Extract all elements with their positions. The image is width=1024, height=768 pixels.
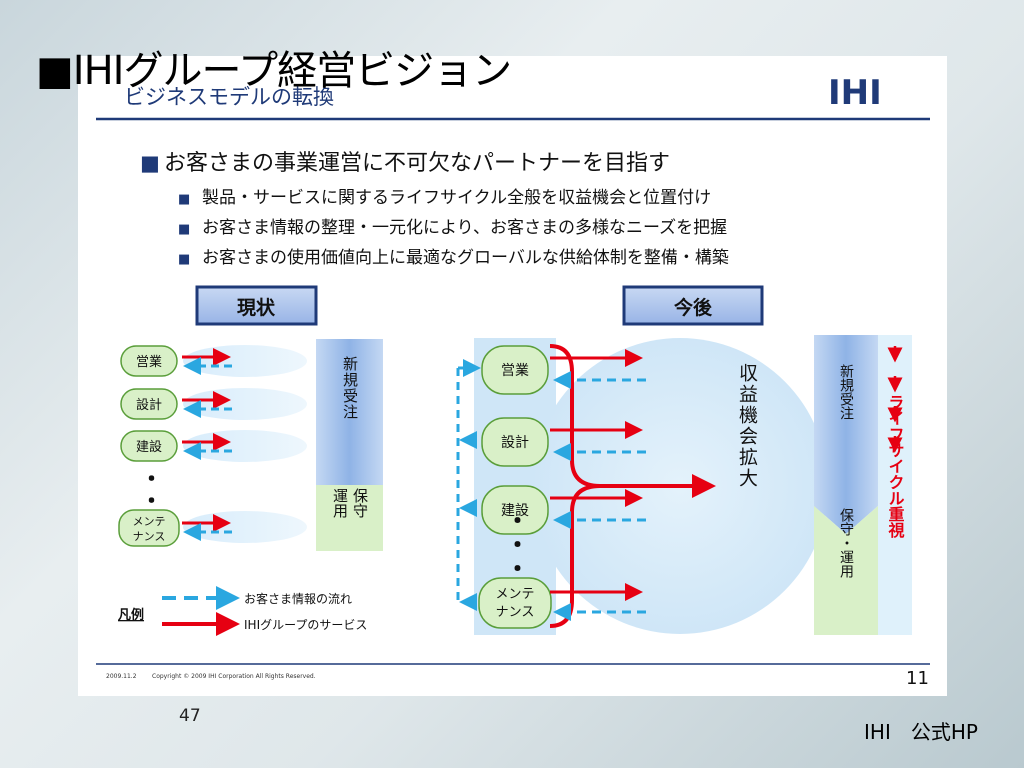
future-item-construction-label: 建設 [501, 503, 529, 519]
future-item-construction [481, 485, 549, 535]
outer-title: ■IHIグループ経営ビジョン [36, 48, 512, 94]
future-section: 今後 収益機会拡大 営業 設計 建設 ・・・ メンテ ナンス [456, 285, 912, 635]
future-item-maintenance [478, 577, 552, 629]
current-new-orders-label: 新規受注 [341, 356, 359, 420]
legend-info-label: お客さま情報の流れ [244, 591, 352, 606]
future-item-sales [481, 345, 549, 395]
future-new-orders-label: 新規受注 [838, 364, 854, 420]
current-label: 現状 [237, 296, 276, 319]
heading-bullet: ■ [140, 151, 160, 175]
future-item-sales-label: 営業 [501, 363, 529, 379]
current-label-box [195, 285, 318, 326]
future-feedback-arrows [456, 359, 481, 611]
future-item-maintenance-label-1: メンテ [495, 587, 534, 602]
lifecycle-label: ライフサイクル重視 [886, 394, 906, 539]
current-maintenance-column [316, 485, 383, 551]
current-item-design-label: 設計 [136, 397, 162, 413]
current-item-maintenance [118, 509, 180, 547]
future-item-maintenance-label-2: ナンス [496, 605, 535, 620]
current-oval-1 [183, 345, 307, 377]
current-maintenance-label-2: 保守 [351, 488, 369, 519]
legend-service-label: IHIグループのサービス [244, 618, 367, 632]
future-circle-label: 収益機会拡大 [736, 363, 758, 489]
footer-date: 2009.11.2 [106, 673, 137, 680]
current-maintenance-label-1: 運用 [331, 488, 349, 519]
future-new-orders-column [814, 335, 878, 534]
future-item-design [481, 417, 549, 467]
bullet-3: お客さまの使用価値向上に最適なグローバルな供給体制を整備・構築 [202, 247, 729, 268]
future-label: 今後 [673, 296, 713, 319]
slide-heading: お客さまの事業運営に不可欠なパートナーを目指す [164, 151, 670, 176]
current-oval-4 [183, 511, 307, 543]
current-item-sales [120, 345, 178, 377]
slide-number: 11 [906, 668, 929, 689]
future-dots: ・・・ [501, 508, 529, 580]
current-item-maintenance-label-2: ナンス [133, 530, 166, 543]
footer-copyright: Copyright © 2009 IHI Corporation All Rig… [152, 673, 316, 680]
bullet-1: 製品・サービスに関するライフサイクル全般を収益機会と位置付け [202, 188, 711, 208]
current-new-orders-column [316, 339, 383, 485]
legend-title: 凡例 [118, 607, 144, 623]
current-section: 現状 営業 設計 建設 ・・・ メンテ ナンス 新規受注 [118, 285, 383, 551]
future-maintenance-column [814, 506, 878, 635]
bullet-marker-1: ■ [178, 192, 190, 207]
current-item-construction-label: 建設 [136, 439, 162, 455]
current-item-design [120, 388, 178, 420]
page-number: 47 [179, 706, 201, 726]
future-info-arrows [553, 371, 646, 621]
current-arrows [182, 348, 232, 541]
future-item-design-label: 設計 [501, 435, 529, 451]
bullet-marker-3: ■ [178, 252, 190, 267]
current-item-construction [120, 430, 178, 462]
future-maintenance-label: 保守・運用 [838, 508, 854, 579]
bullet-2: お客さま情報の整理・一元化により、お客さまの多様なニーズを把握 [202, 218, 727, 238]
legend: 凡例 お客さま情報の流れ IHIグループのサービス [118, 586, 367, 636]
current-oval-2 [183, 388, 307, 420]
current-item-maintenance-label-1: メンテ [133, 515, 166, 528]
bullet-marker-2: ■ [178, 222, 190, 237]
future-service-arrows [549, 344, 716, 628]
footer-label: IHI 公式HP [864, 720, 978, 744]
future-label-box [622, 285, 764, 326]
current-item-sales-label: 営業 [136, 354, 162, 370]
slide-subtitle: ビジネスモデルの転換 [124, 85, 334, 109]
ihi-logo: IHI [828, 73, 882, 113]
current-oval-3 [183, 430, 307, 462]
